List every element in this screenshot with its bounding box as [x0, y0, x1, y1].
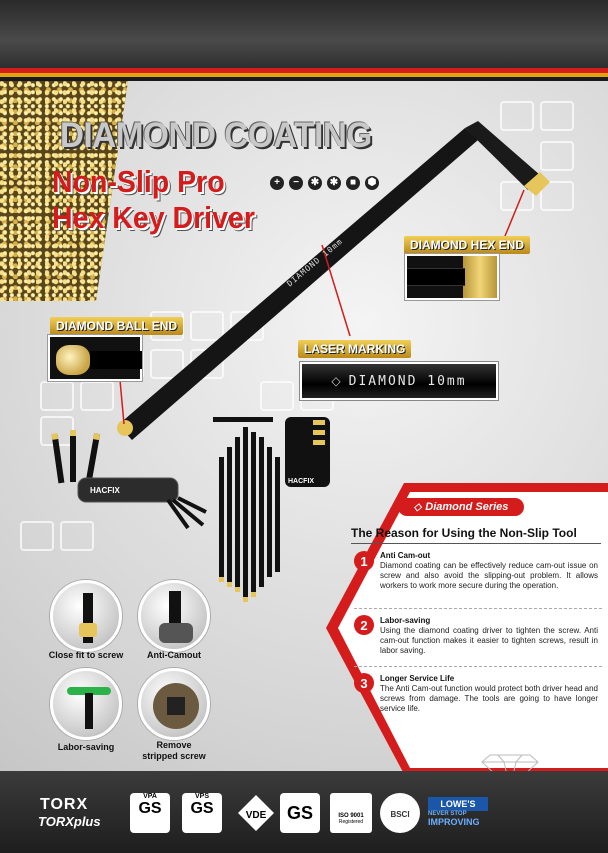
series-label: Diamond Series [425, 501, 509, 513]
lowes-logo: LOWE'S NEVER STOP IMPROVING [428, 797, 488, 827]
vpa-gs-seal: VPA GS [130, 793, 170, 833]
vps-gs-seal: VPS GS [182, 793, 222, 833]
folding-key-set [51, 430, 207, 530]
close-fit-caption: Close fit to screw [48, 650, 124, 660]
tip-type-icons: + − ✱ ✱ ■ ⬢ [270, 176, 379, 190]
item-separator [354, 608, 602, 609]
item-title-1: Anti Cam-out [380, 551, 431, 560]
headline-diamond-coating: DIAMOND COATING [60, 116, 372, 155]
item-separator [354, 666, 602, 667]
folding-set-brand: HACFIX [90, 486, 120, 495]
item-number-3: 3 [354, 673, 374, 693]
title-divider [351, 543, 601, 544]
item-text-2: Using the diamond coating driver to tigh… [380, 626, 598, 655]
svg-text:VDE: VDE [246, 810, 267, 821]
hex-end-closeup [405, 254, 499, 300]
gs-seal: GS [280, 793, 320, 833]
close-fit-image [50, 580, 122, 652]
torx-plus-tip-icon: ✱ [327, 176, 341, 190]
square-tip-icon: ■ [346, 176, 360, 190]
torx-logo: TORX [40, 796, 89, 813]
laser-marking-label: LASER MARKING [298, 340, 412, 358]
labor-saving-caption: Labor-saving [57, 742, 115, 752]
item-number-2: 2 [354, 615, 374, 635]
item-title-2: Labor-saving [380, 616, 431, 625]
iso-seal: ISO 9001 Registered [330, 793, 372, 833]
torx-plus-logo: TORXplus [38, 814, 101, 829]
torx-tip-icon: ✱ [308, 176, 322, 190]
phillips-tip-icon: + [270, 176, 284, 190]
gold-stripe [0, 73, 608, 77]
ball-end-closeup [48, 335, 142, 381]
diamond-series-badge: ◇ Diamond Series [398, 498, 524, 516]
headline-hex-key: Hex Key Driver [52, 200, 255, 235]
labor-saving-image [50, 668, 122, 740]
red-stripe [0, 68, 608, 73]
info-panel-shape [326, 483, 608, 774]
vde-logo: VDE [238, 795, 274, 831]
headline-non-slip: Non-Slip Pro [52, 164, 225, 199]
diamond-icon: ◇ [413, 501, 422, 513]
laser-marking-text: DIAMOND 10mm [348, 373, 467, 389]
item-text-3: The Anti Cam-out function would protect … [380, 684, 598, 713]
remove-stripped-caption: Remove stripped screw [142, 740, 206, 761]
l-key-set [213, 417, 330, 602]
hex-end-label: DIAMOND HEX END [404, 236, 531, 254]
l-key-brand: HACFIX [288, 478, 315, 485]
dark-stripe [0, 77, 608, 81]
remove-stripped-image [138, 668, 210, 740]
slotted-tip-icon: − [289, 176, 303, 190]
hex-tip-icon: ⬢ [365, 176, 379, 190]
item-text-1: Diamond coating can be effectively reduc… [380, 561, 598, 590]
ball-end-label: DIAMOND BALL END [50, 317, 184, 335]
item-title-3: Longer Service Life [380, 674, 455, 683]
reason-title: The Reason for Using the Non-Slip Tool [351, 526, 577, 540]
bsci-seal: BSCI [380, 793, 420, 833]
laser-marking-closeup: ◇ DIAMOND 10mm [300, 362, 498, 400]
diamond-icon: ◇ [331, 374, 341, 388]
anti-camout-caption: Anti-Camout [147, 650, 201, 660]
anti-camout-image [138, 580, 210, 652]
item-number-1: 1 [354, 551, 374, 571]
footer-band: TORX TORXplus VPA GS VPS GS VDE GS ISO 9… [0, 771, 608, 853]
header-band [0, 0, 608, 68]
